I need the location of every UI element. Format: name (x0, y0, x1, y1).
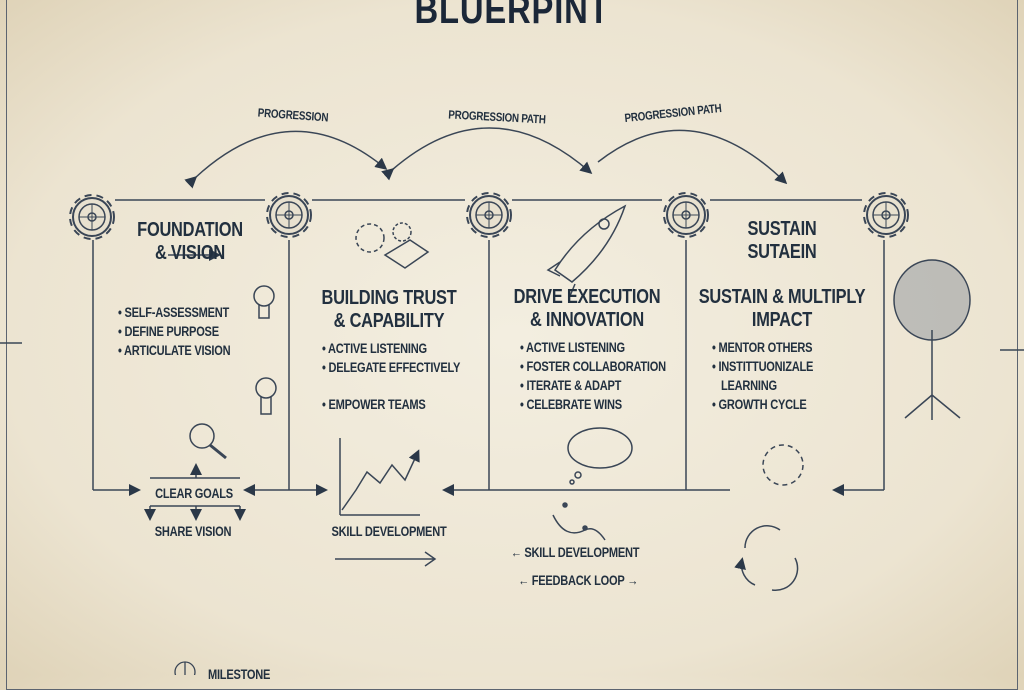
heading-line: & VISION (154, 242, 226, 264)
bullet: • FOSTER COLLABORATION (520, 359, 666, 374)
bullet: • GROWTH CYCLE (712, 397, 807, 412)
clear-goals-label: CLEAR GOALS (155, 486, 233, 501)
bullet: • SELF-ASSESSMENT (118, 305, 230, 320)
stage-3-bullets: • ACTIVE LISTENING • FOSTER COLLABORATIO… (520, 338, 666, 414)
stage-2-bullets: • ACTIVE LISTENING • DELEGATE EFFECTIVEL… (322, 339, 460, 414)
skill-development-label-2: ← SKILL DEVELOPMENT (510, 545, 640, 560)
bullet: • EMPOWER TEAMS (322, 397, 426, 412)
bullet: • ACTIVE LISTENING (520, 340, 625, 355)
diagram-lines (0, 127, 1024, 675)
stage-2-heading: BUILDING TRUST & CAPABILITY (321, 287, 456, 333)
bullet: • DELEGATE EFFECTIVELY (322, 360, 461, 375)
stage-4-heading: SUSTAIN & MULTIPLY IMPACT (699, 286, 866, 332)
heading-line: SUTAEIN (747, 241, 817, 263)
heading-line: & CAPABILITY (333, 310, 445, 332)
feedback-loop-label: ← FEEDBACK LOOP → (518, 573, 638, 588)
heading-line: FOUNDATION (137, 219, 243, 241)
share-vision-label: SHARE VISION (154, 524, 232, 539)
stage-4-bullets: • MENTOR OTHERS • INSTITTUONIZALE LEARNI… (712, 338, 813, 414)
heading-line: IMPACT (751, 309, 813, 331)
stage-4-subheading: SUSTAIN SUTAEIN (747, 218, 816, 264)
bullet: • INSTITTUONIZALE (712, 359, 814, 374)
heading-line: & INNOVATION (530, 309, 644, 331)
heading-line: DRIVE EXECUTION (513, 286, 661, 308)
page-title: BLUERPINT (414, 0, 610, 32)
bullet: • ITERATE & ADAPT (520, 378, 622, 393)
bullet: • MENTOR OTHERS (712, 340, 813, 355)
stage-1-bullets: • SELF-ASSESSMENT • DEFINE PURPOSE • ART… (118, 303, 231, 360)
heading-line: SUSTAIN (747, 218, 817, 240)
bullet: • CELEBRATE WINS (520, 397, 622, 412)
stage-3-heading: DRIVE EXECUTION & INNOVATION (514, 286, 661, 332)
skill-development-label: SKILL DEVELOPMENT (331, 524, 447, 539)
bullet: • ARTICULATE VISION (118, 343, 231, 358)
bullet: • DEFINE PURPOSE (118, 324, 219, 339)
heading-line: BUILDING TRUST (321, 287, 457, 309)
stage-1-heading: FOUNDATION & VISION (137, 219, 243, 265)
heading-line: SUSTAIN & MULTIPLY (698, 286, 866, 308)
bullet: • ACTIVE LISTENING (322, 341, 427, 356)
bullet-continuation: LEARNING (721, 378, 777, 393)
